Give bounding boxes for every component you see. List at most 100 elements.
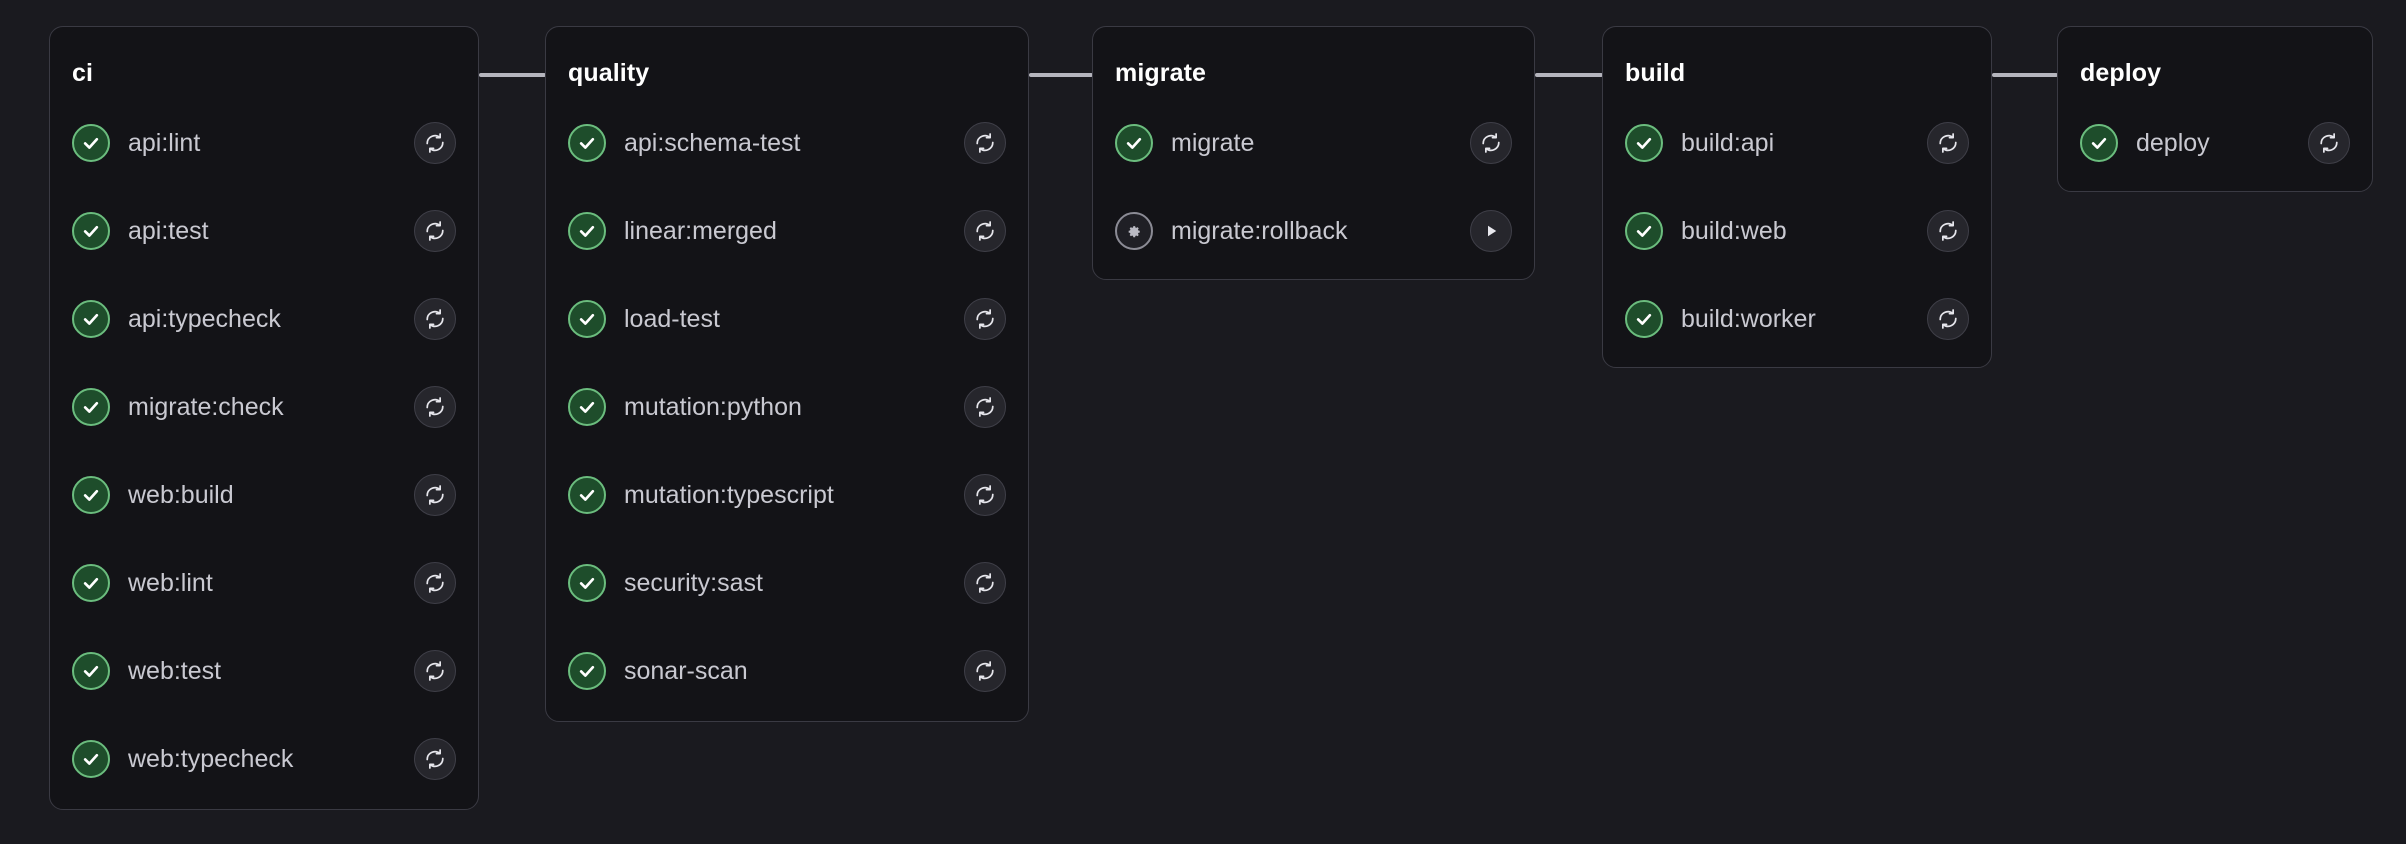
check-circle-icon: [72, 212, 110, 250]
job-name-label: web:typecheck: [128, 747, 400, 772]
retry-job-button[interactable]: [414, 386, 456, 428]
job-name-label: web:build: [128, 483, 400, 508]
job-name-label: web:test: [128, 659, 400, 684]
job-name-label: mutation:typescript: [624, 483, 950, 508]
check-circle-icon: [72, 564, 110, 602]
retry-job-button[interactable]: [964, 210, 1006, 252]
retry-job-button[interactable]: [964, 122, 1006, 164]
job-name-label: api:typecheck: [128, 307, 400, 332]
check-circle-icon: [1625, 300, 1663, 338]
job-row[interactable]: migrate:rollback: [1093, 201, 1534, 261]
job-row[interactable]: linear:merged: [546, 201, 1028, 261]
job-name-label: api:lint: [128, 131, 400, 156]
job-row[interactable]: security:sast: [546, 553, 1028, 613]
retry-job-button[interactable]: [964, 386, 1006, 428]
stage-title-ci: ci: [72, 61, 93, 86]
stage-connector-ci-to-quality: [479, 73, 546, 77]
stage-card-ci: ci api:lint api:test api:typecheck migrate:c…: [49, 26, 479, 810]
job-row[interactable]: migrate: [1093, 113, 1534, 173]
job-row[interactable]: web:lint: [50, 553, 478, 613]
stage-title-quality: quality: [568, 61, 649, 86]
stage-connector-migrate-to-build: [1535, 73, 1603, 77]
stage-connector-quality-to-migrate: [1029, 73, 1093, 77]
job-name-label: build:api: [1681, 131, 1913, 156]
retry-job-button[interactable]: [964, 474, 1006, 516]
job-name-label: api:schema-test: [624, 131, 950, 156]
retry-job-button[interactable]: [1927, 122, 1969, 164]
job-row[interactable]: load-test: [546, 289, 1028, 349]
job-name-label: migrate:rollback: [1171, 219, 1456, 244]
stage-connector-build-to-deploy: [1992, 73, 2058, 77]
stage-card-migrate: migrate migrate migrate:rollback: [1092, 26, 1535, 280]
job-name-label: web:lint: [128, 571, 400, 596]
retry-job-button[interactable]: [414, 738, 456, 780]
retry-job-button[interactable]: [414, 210, 456, 252]
retry-job-button[interactable]: [414, 474, 456, 516]
job-name-label: migrate: [1171, 131, 1456, 156]
check-circle-icon: [1115, 124, 1153, 162]
check-circle-icon: [568, 388, 606, 426]
retry-job-button[interactable]: [1470, 122, 1512, 164]
retry-job-button[interactable]: [1927, 210, 1969, 252]
check-circle-icon: [1625, 124, 1663, 162]
job-row[interactable]: api:test: [50, 201, 478, 261]
check-circle-icon: [568, 300, 606, 338]
check-circle-icon: [568, 124, 606, 162]
job-row[interactable]: web:build: [50, 465, 478, 525]
job-row[interactable]: build:web: [1603, 201, 1991, 261]
retry-job-button[interactable]: [414, 298, 456, 340]
job-name-label: deploy: [2136, 131, 2294, 156]
job-row[interactable]: sonar-scan: [546, 641, 1028, 701]
retry-job-button[interactable]: [414, 562, 456, 604]
retry-job-button[interactable]: [414, 650, 456, 692]
stage-card-build: buildbuild:apibuild:webbuild:worker: [1602, 26, 1992, 368]
job-row[interactable]: web:typecheck: [50, 729, 478, 789]
job-row[interactable]: mutation:python: [546, 377, 1028, 437]
job-name-label: build:worker: [1681, 307, 1913, 332]
job-name-label: api:test: [128, 219, 400, 244]
job-list-deploy: deploy: [2058, 113, 2372, 173]
check-circle-icon: [568, 564, 606, 602]
job-list-quality: api:schema-test linear:merged load-test mut…: [546, 113, 1028, 701]
job-name-label: security:sast: [624, 571, 950, 596]
job-row[interactable]: build:worker: [1603, 289, 1991, 349]
retry-job-button[interactable]: [964, 298, 1006, 340]
check-circle-icon: [568, 212, 606, 250]
job-row[interactable]: web:test: [50, 641, 478, 701]
stage-card-quality: quality api:schema-test linear:merged load-…: [545, 26, 1029, 722]
check-circle-icon: [568, 476, 606, 514]
check-circle-icon: [72, 652, 110, 690]
retry-job-button[interactable]: [1927, 298, 1969, 340]
job-row[interactable]: api:typecheck: [50, 289, 478, 349]
check-circle-icon: [72, 476, 110, 514]
job-row[interactable]: mutation:typescript: [546, 465, 1028, 525]
job-list-migrate: migrate migrate:rollback: [1093, 113, 1534, 261]
job-name-label: migrate:check: [128, 395, 400, 420]
play-job-button[interactable]: [1470, 210, 1512, 252]
job-name-label: sonar-scan: [624, 659, 950, 684]
job-name-label: build:web: [1681, 219, 1913, 244]
check-circle-icon: [2080, 124, 2118, 162]
stage-title-migrate: migrate: [1115, 61, 1206, 86]
check-circle-icon: [72, 124, 110, 162]
job-row[interactable]: api:schema-test: [546, 113, 1028, 173]
check-circle-icon: [72, 740, 110, 778]
check-circle-icon: [568, 652, 606, 690]
check-circle-icon: [72, 300, 110, 338]
job-name-label: load-test: [624, 307, 950, 332]
check-circle-icon: [1625, 212, 1663, 250]
job-row[interactable]: migrate:check: [50, 377, 478, 437]
stage-title-deploy: deploy: [2080, 61, 2161, 86]
job-row[interactable]: deploy: [2058, 113, 2372, 173]
job-name-label: mutation:python: [624, 395, 950, 420]
job-list-ci: api:lint api:test api:typecheck migrate:che…: [50, 113, 478, 789]
job-name-label: linear:merged: [624, 219, 950, 244]
job-list-build: build:api build:web build:worker: [1603, 113, 1991, 349]
retry-job-button[interactable]: [2308, 122, 2350, 164]
retry-job-button[interactable]: [414, 122, 456, 164]
retry-job-button[interactable]: [964, 562, 1006, 604]
job-row[interactable]: api:lint: [50, 113, 478, 173]
job-row[interactable]: build:api: [1603, 113, 1991, 173]
retry-job-button[interactable]: [964, 650, 1006, 692]
